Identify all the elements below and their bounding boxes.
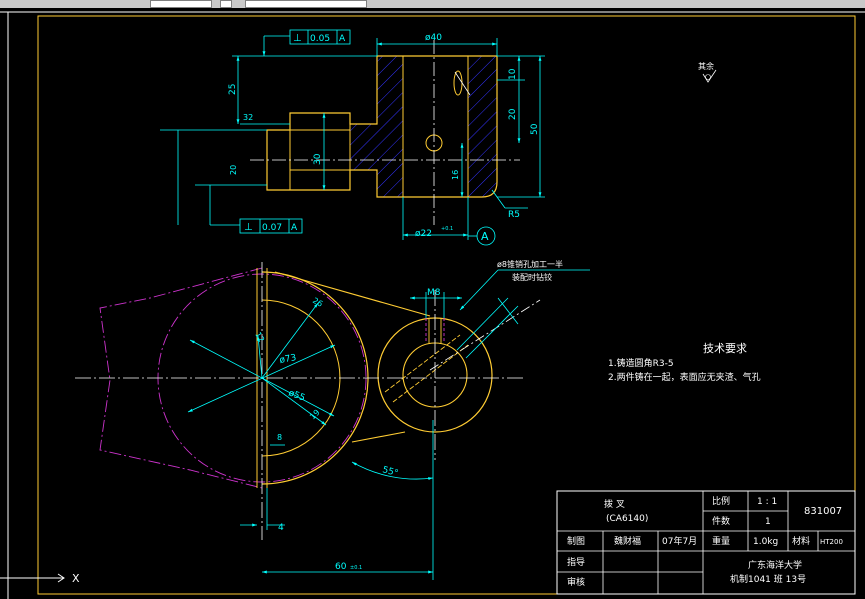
datum-a-label: A bbox=[481, 230, 489, 243]
pin-note-2: 装配时钻铰 bbox=[512, 272, 552, 282]
dim-d22-tol: +0.1 bbox=[441, 226, 453, 232]
dim-d73: ø73 bbox=[279, 353, 297, 366]
tb-part-name: 拨 叉 bbox=[604, 498, 625, 510]
title-block[interactable]: 拨 叉 (CA6140) 比例 1 : 1 件数 1 831007 制图 魏财福… bbox=[556, 490, 856, 595]
tb-drawn-label: 制图 bbox=[567, 535, 585, 547]
dim-ang55: 55° bbox=[381, 465, 399, 479]
ucs-x-label: X bbox=[72, 572, 80, 585]
gdt-frame-top[interactable]: ⊥ 0.05 A bbox=[289, 29, 351, 45]
ucs-icon: X bbox=[0, 572, 80, 585]
dim-32: 32 bbox=[243, 113, 253, 122]
gdt-side-datum: A bbox=[291, 223, 298, 233]
front-dim-text: ø73 ø55 M8 55° 4 60 ±0.1 8 26 12 19 bbox=[253, 288, 440, 572]
dim-12: 12 bbox=[253, 331, 266, 344]
dim-50: 50 bbox=[530, 123, 540, 135]
dim-60-tol: ±0.1 bbox=[350, 565, 362, 571]
gdt-side-symbol: ⊥ bbox=[244, 222, 253, 233]
section-view[interactable] bbox=[250, 40, 520, 225]
section-dimensions bbox=[160, 35, 545, 240]
front-view[interactable] bbox=[75, 262, 541, 540]
roughness-symbol: 其余 bbox=[698, 61, 717, 83]
toolbar-strip bbox=[0, 0, 865, 8]
dim-19: 19 bbox=[308, 408, 322, 422]
tb-weight-label: 重量 bbox=[712, 535, 730, 547]
section-outline bbox=[266, 55, 498, 198]
tb-guide-label: 指导 bbox=[567, 556, 585, 568]
dim-4: 4 bbox=[278, 523, 284, 533]
tb-drawing-no: 831007 bbox=[804, 506, 842, 517]
toolbar-field-2[interactable] bbox=[220, 0, 232, 8]
dim-20: 20 bbox=[508, 108, 518, 120]
dim-d40: ø40 bbox=[425, 33, 442, 43]
gdt-top-symbol: ⊥ bbox=[293, 33, 302, 44]
dim-26: 26 bbox=[311, 296, 324, 309]
tb-material-label: 材料 bbox=[792, 535, 810, 547]
gdt-top-tol: 0.05 bbox=[310, 34, 330, 44]
toolbar-field-1[interactable] bbox=[150, 0, 212, 8]
dim-d55: ø55 bbox=[287, 388, 306, 403]
dim-8: 8 bbox=[277, 433, 282, 442]
tech-line-2: 2.两件铸在一起，表面应无夹渣、气孔 bbox=[608, 371, 761, 383]
tb-class: 机制1041 班 13号 bbox=[730, 573, 806, 585]
bore-void bbox=[403, 56, 468, 197]
dim-d22: ø22 bbox=[415, 229, 432, 239]
tb-qty-label: 件数 bbox=[712, 515, 730, 527]
dim-30: 30 bbox=[313, 153, 323, 165]
dim-25: 25 bbox=[228, 84, 238, 95]
dim-10: 10 bbox=[508, 68, 518, 80]
gdt-frame-side[interactable]: ⊥ 0.07 A bbox=[239, 218, 303, 234]
front-dimensions bbox=[187, 269, 590, 580]
tb-drawn-date: 07年7月 bbox=[662, 535, 697, 547]
tech-line-1: 1.铸造圆角R3-5 bbox=[608, 357, 674, 369]
dim-20s: 20 bbox=[229, 165, 238, 175]
section-dim-text: ø40 25 32 20 30 10 20 50 16 R5 ø22 +0.1 bbox=[228, 33, 540, 239]
dim-m8: M8 bbox=[427, 288, 441, 298]
tb-ratio-label: 比例 bbox=[712, 495, 730, 507]
tech-requirements: 技术要求 1.铸造圆角R3-5 2.两件铸在一起，表面应无夹渣、气孔 bbox=[608, 342, 761, 383]
tb-ratio-value: 1 : 1 bbox=[757, 497, 777, 507]
drawing-canvas[interactable]: ø40 25 32 20 30 10 20 50 16 R5 ø22 +0.1 … bbox=[0, 8, 865, 599]
gdt-top-datum: A bbox=[339, 34, 346, 44]
dim-60: 60 bbox=[335, 562, 347, 572]
phantom-part bbox=[99, 267, 263, 489]
gdt-side-tol: 0.07 bbox=[262, 223, 282, 233]
tb-drawn-name: 魏财福 bbox=[614, 535, 641, 547]
tb-school: 广东海洋大学 bbox=[748, 559, 802, 571]
toolbar-field-3[interactable] bbox=[245, 0, 367, 8]
svg-text:其余: 其余 bbox=[698, 61, 714, 71]
tb-review-label: 审核 bbox=[567, 576, 585, 588]
tb-material-value: HT200 bbox=[820, 538, 843, 546]
tb-qty-value: 1 bbox=[765, 517, 771, 527]
drawing-frame bbox=[37, 15, 856, 595]
dim-r5: R5 bbox=[508, 210, 520, 220]
tb-weight-value: 1.0kg bbox=[753, 537, 778, 547]
pin-note-1: ø8锥销孔加工一半 bbox=[497, 259, 563, 269]
tb-model: (CA6140) bbox=[606, 514, 648, 524]
tech-title: 技术要求 bbox=[703, 342, 747, 355]
dim-16: 16 bbox=[451, 170, 460, 180]
